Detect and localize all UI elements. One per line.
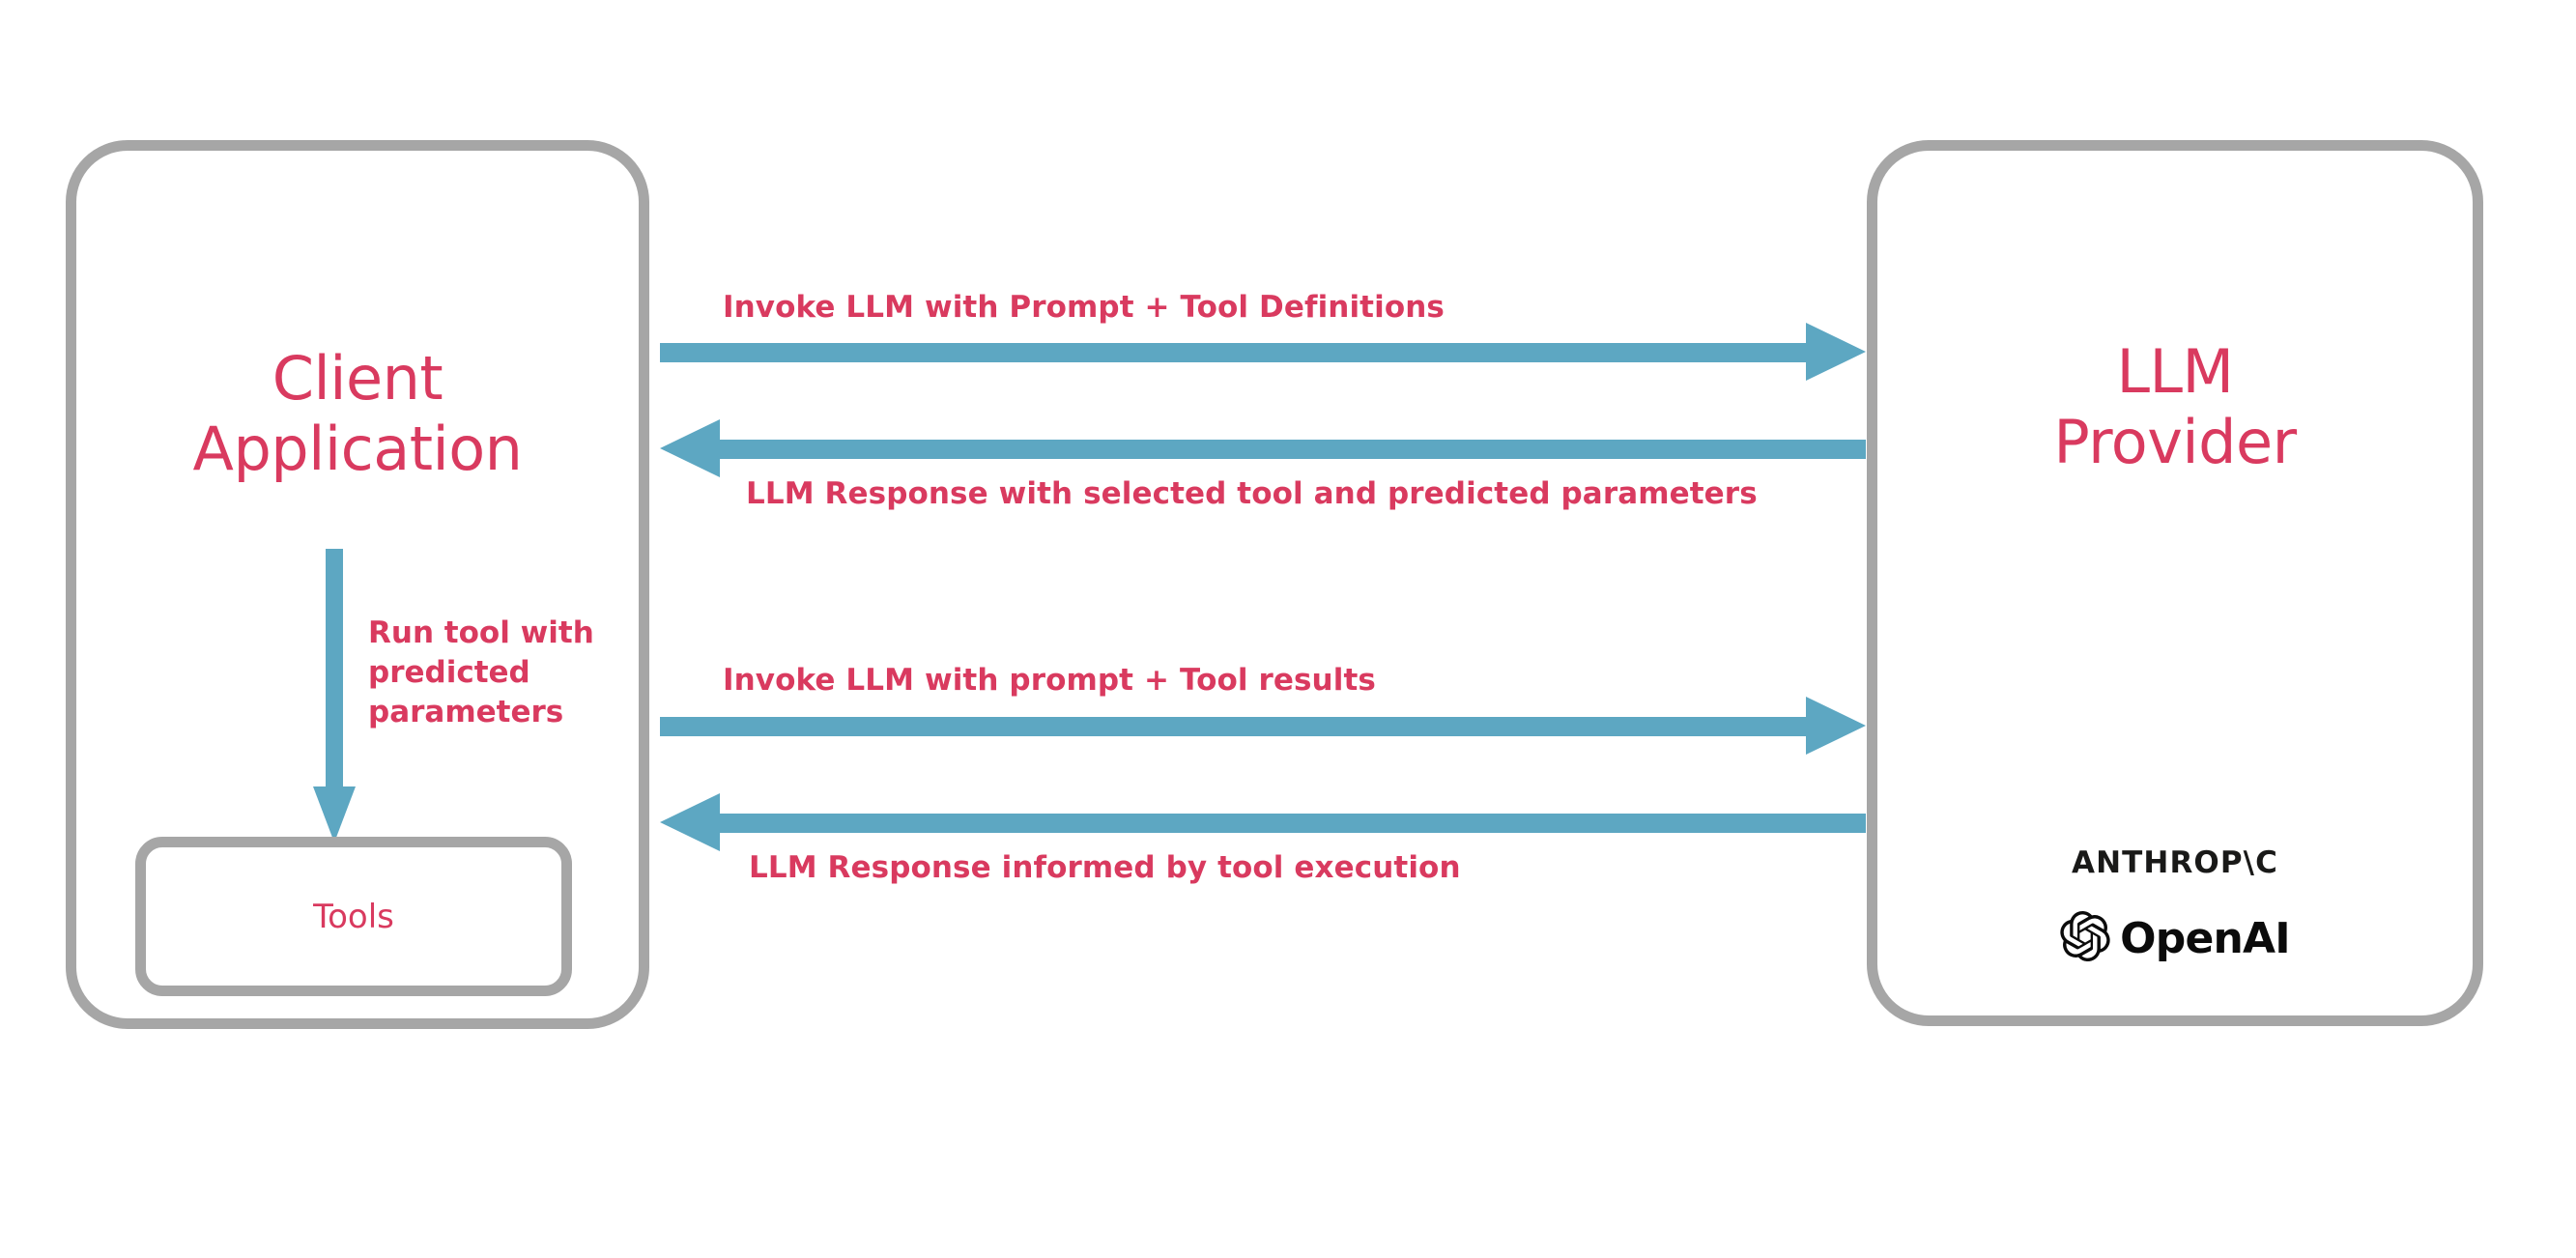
anthropic-logo: ANTHROP\C xyxy=(2072,845,2278,880)
tools-node[interactable]: Tools xyxy=(135,837,572,996)
openai-wordmark: OpenAI xyxy=(2120,913,2291,963)
openai-knot-icon xyxy=(2060,911,2110,965)
llm-provider-node[interactable] xyxy=(1867,140,2483,1026)
llm-response-tool-selection-label: LLM Response with selected tool and pred… xyxy=(746,476,1758,511)
openai-logo: OpenAI xyxy=(1867,911,2483,965)
run-tool-arrow xyxy=(313,549,356,843)
invoke-llm-tool-results-arrow xyxy=(660,695,1866,757)
llm-response-tool-selection-arrow xyxy=(660,417,1866,479)
invoke-llm-definitions-arrow xyxy=(660,321,1866,383)
llm-response-tool-execution-arrow xyxy=(660,791,1866,853)
tools-label: Tools xyxy=(313,897,394,936)
invoke-llm-tool-results-label: Invoke LLM with prompt + Tool results xyxy=(723,663,1376,698)
llm-response-tool-execution-label: LLM Response informed by tool execution xyxy=(749,850,1461,885)
invoke-llm-definitions-label: Invoke LLM with Prompt + Tool Definition… xyxy=(723,290,1445,325)
